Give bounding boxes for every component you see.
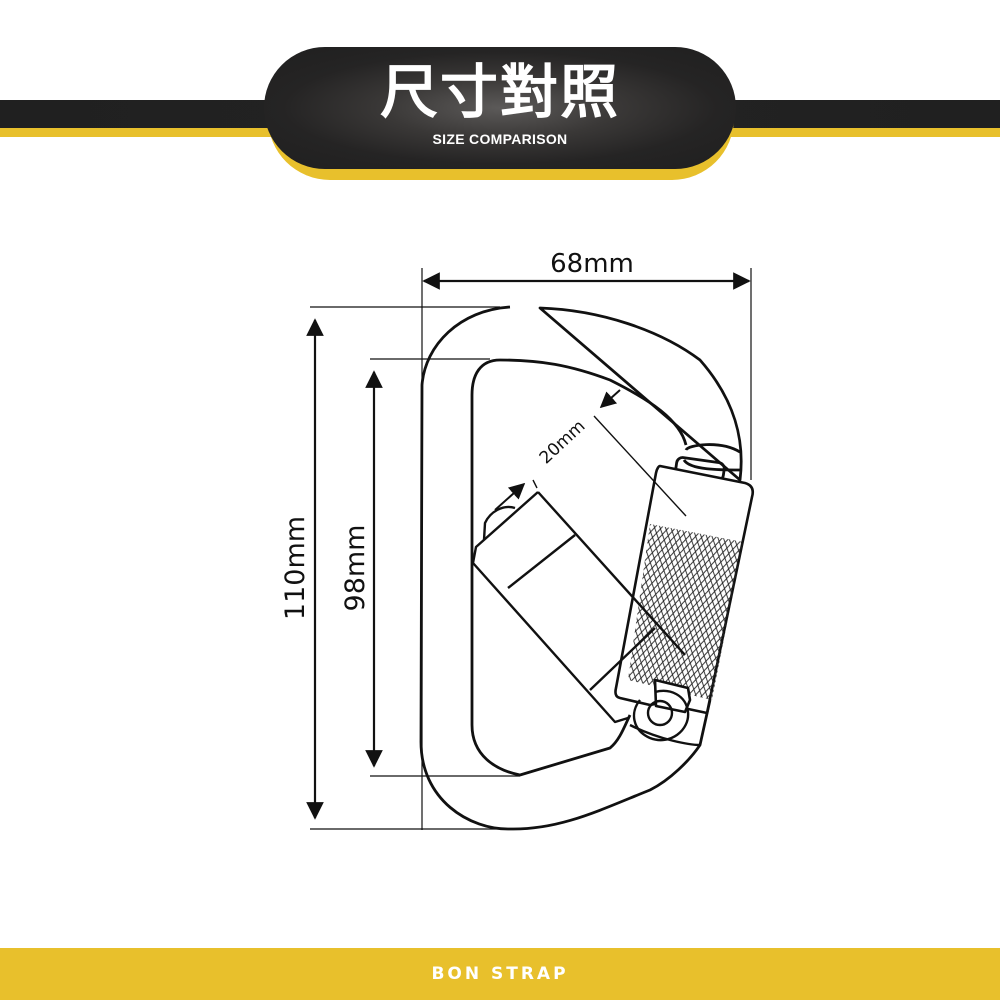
title-pill: 尺寸對照 SIZE COMPARISON xyxy=(264,47,736,169)
brand-name: BON STRAP xyxy=(431,964,569,984)
page-title: 尺寸對照 xyxy=(379,58,620,126)
page-subtitle: SIZE COMPARISON xyxy=(432,131,568,147)
gate-opening-label: 20mm xyxy=(536,416,590,468)
carabiner-gate-sleeve xyxy=(614,464,755,715)
total-height-label: 110mm xyxy=(280,516,311,620)
inner-height-label: 98mm xyxy=(340,525,371,612)
width-label: 68mm xyxy=(550,249,634,279)
footer-bar: BON STRAP xyxy=(0,948,1000,1000)
carabiner-gate-body xyxy=(471,491,701,747)
total-height-dimension: 110mm xyxy=(280,318,324,820)
width-dimension: 68mm xyxy=(422,249,751,290)
inner-height-dimension: 98mm xyxy=(340,370,383,768)
